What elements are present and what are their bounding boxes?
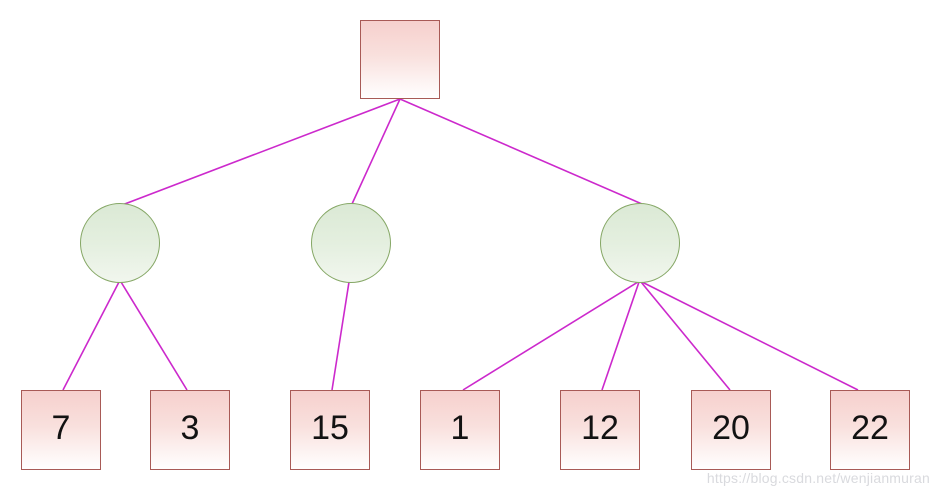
internal-node-2	[311, 203, 391, 283]
edge-internal3-leaf22	[641, 281, 859, 391]
edge-internal1-leaf3	[120, 281, 188, 391]
leaf-node-15: 15	[290, 390, 370, 470]
edge-internal1-leaf7	[62, 281, 120, 391]
watermark: https://blog.csdn.net/wenjianmuran	[706, 470, 930, 486]
leaf-node-22: 22	[830, 390, 910, 470]
leaf-value: 15	[311, 408, 349, 447]
leaf-value: 12	[581, 408, 619, 447]
leaf-value: 7	[51, 408, 71, 447]
root-node	[360, 20, 440, 99]
leaf-value: 20	[712, 408, 750, 447]
edge-root-internal2	[351, 98, 401, 205]
leaf-value: 22	[851, 408, 889, 447]
leaf-node-3: 3	[150, 390, 230, 470]
leaf-node-20: 20	[691, 390, 771, 470]
edge-internal2-leaf15	[331, 281, 350, 391]
leaf-node-12: 12	[560, 390, 640, 470]
edge-root-internal3	[399, 98, 643, 205]
internal-node-3	[600, 203, 680, 283]
edge-internal3-leaf1	[462, 281, 639, 391]
edge-internal3-leaf12	[601, 281, 640, 391]
edge-internal3-leaf20	[640, 281, 731, 391]
leaf-node-1: 1	[420, 390, 500, 470]
internal-node-1	[80, 203, 160, 283]
leaf-value: 3	[180, 408, 200, 447]
edge-root-internal1	[121, 98, 401, 206]
leaf-value: 1	[450, 408, 470, 447]
leaf-node-7: 7	[21, 390, 101, 470]
